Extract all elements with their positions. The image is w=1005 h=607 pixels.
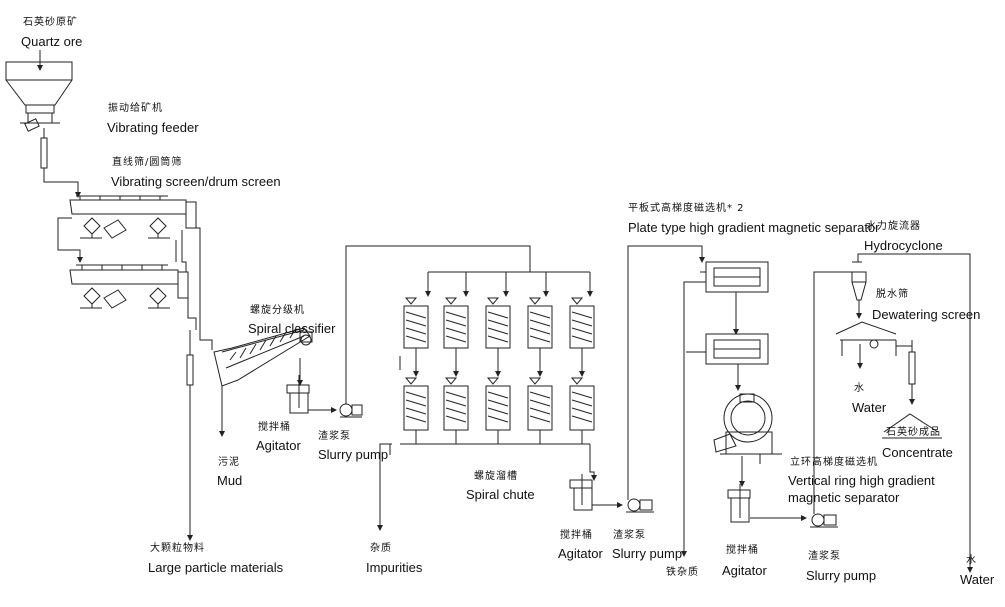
agitator-1 xyxy=(286,375,310,414)
plate-separator-label: Plate type high gradient magnetic separa… xyxy=(628,220,880,235)
large-particles-label-zh: 大颗粒物料 xyxy=(150,543,205,554)
spiral-chute-bank xyxy=(377,245,597,531)
water-1-label-zh: 水 xyxy=(854,383,865,394)
plate-separator-label-zh: 平板式高梯度磁选机* 2 xyxy=(628,203,745,214)
water-2-label-zh: 水 xyxy=(966,555,977,566)
slurry-pump-2-label: Slurry pump xyxy=(612,546,683,561)
vertical-ring-label-line2: magnetic separator xyxy=(788,490,900,505)
agitator-2-label-zh: 搅拌桶 xyxy=(560,530,593,541)
concentrate-label-zh: 石英砂成品 xyxy=(886,427,941,438)
vertical-ring-separator xyxy=(713,393,782,487)
plate-magnetic-separator-lower xyxy=(705,333,769,365)
dewatering-screen-label-zh: 脱水筛 xyxy=(876,289,909,300)
vibrating-feeder-label-zh: 振动给矿机 xyxy=(108,103,163,114)
water-2-label: Water xyxy=(960,572,995,587)
agitator-1-label: Agitator xyxy=(256,438,301,453)
slurry-pump-1-label: Slurry pump xyxy=(318,447,389,462)
iron-impurities-label-zh: 铁杂质 xyxy=(666,567,699,578)
vibrating-feeder xyxy=(20,112,81,198)
quartz-ore-hopper xyxy=(5,50,73,114)
spiral-classifier-label-zh: 螺旋分级机 xyxy=(250,305,305,316)
agitator-3-label-zh: 搅拌桶 xyxy=(726,545,759,556)
impurities-label-zh: 杂质 xyxy=(370,543,392,554)
dewatering-screen xyxy=(835,321,912,369)
spiral-classifier xyxy=(213,327,313,437)
hydrocyclone xyxy=(851,253,973,573)
concentrate-column xyxy=(882,340,942,439)
agitator-2-label: Agitator xyxy=(558,546,603,561)
slurry-pump-3-label-zh: 渣浆泵 xyxy=(808,551,841,562)
quartz-ore-label-zh: 石英砂原矿 xyxy=(23,17,78,28)
hydrocyclone-label-zh: 水力旋流器 xyxy=(866,221,921,232)
dewatering-screen-label: Dewatering screen xyxy=(872,307,981,322)
concentrate-label: Concentrate xyxy=(882,445,953,460)
vibrating-feeder-label: Vibrating feeder xyxy=(107,120,199,135)
spiral-chute-label: Spiral chute xyxy=(466,487,535,502)
agitator-3-label: Agitator xyxy=(722,563,767,578)
hydrocyclone-label: Hydrocyclone xyxy=(864,238,943,253)
vertical-ring-label-zh: 立环高梯度磁选机 xyxy=(790,457,878,468)
vibrating-screen-upper xyxy=(69,195,197,239)
vibrating-screen-lower xyxy=(69,264,189,309)
quartz-ore-label: Quartz ore xyxy=(21,34,83,49)
slurry-pump-1-label-zh: 渣浆泵 xyxy=(318,431,351,442)
agitator-3 xyxy=(727,484,751,523)
water-1-label: Water xyxy=(852,400,887,415)
agitator-2 xyxy=(569,474,593,511)
plate-magnetic-separator-upper xyxy=(700,261,769,293)
vibrating-screen-label: Vibrating screen/drum screen xyxy=(111,174,281,189)
mud-label: Mud xyxy=(217,473,243,488)
vibrating-screen-label-zh: 直线筛/圆筒筛 xyxy=(112,157,183,168)
slurry-pump-3 xyxy=(810,271,860,528)
slurry-pump-2 xyxy=(626,245,705,513)
spiral-chute-label-zh: 螺旋溜槽 xyxy=(474,471,518,482)
mud-label-zh: 污泥 xyxy=(218,457,240,468)
large-particle-outlet xyxy=(186,330,194,541)
vertical-ring-label: Vertical ring high gradient xyxy=(788,473,935,488)
large-particles-label: Large particle materials xyxy=(148,560,284,575)
slurry-pump-2-label-zh: 渣浆泵 xyxy=(613,530,646,541)
spiral-classifier-label: Spiral classifier xyxy=(248,321,336,336)
slurry-pump-1 xyxy=(339,245,430,418)
slurry-pump-3-label: Slurry pump xyxy=(806,568,877,583)
agitator-1-label-zh: 搅拌桶 xyxy=(258,422,291,433)
impurities-label: Impurities xyxy=(366,560,423,575)
